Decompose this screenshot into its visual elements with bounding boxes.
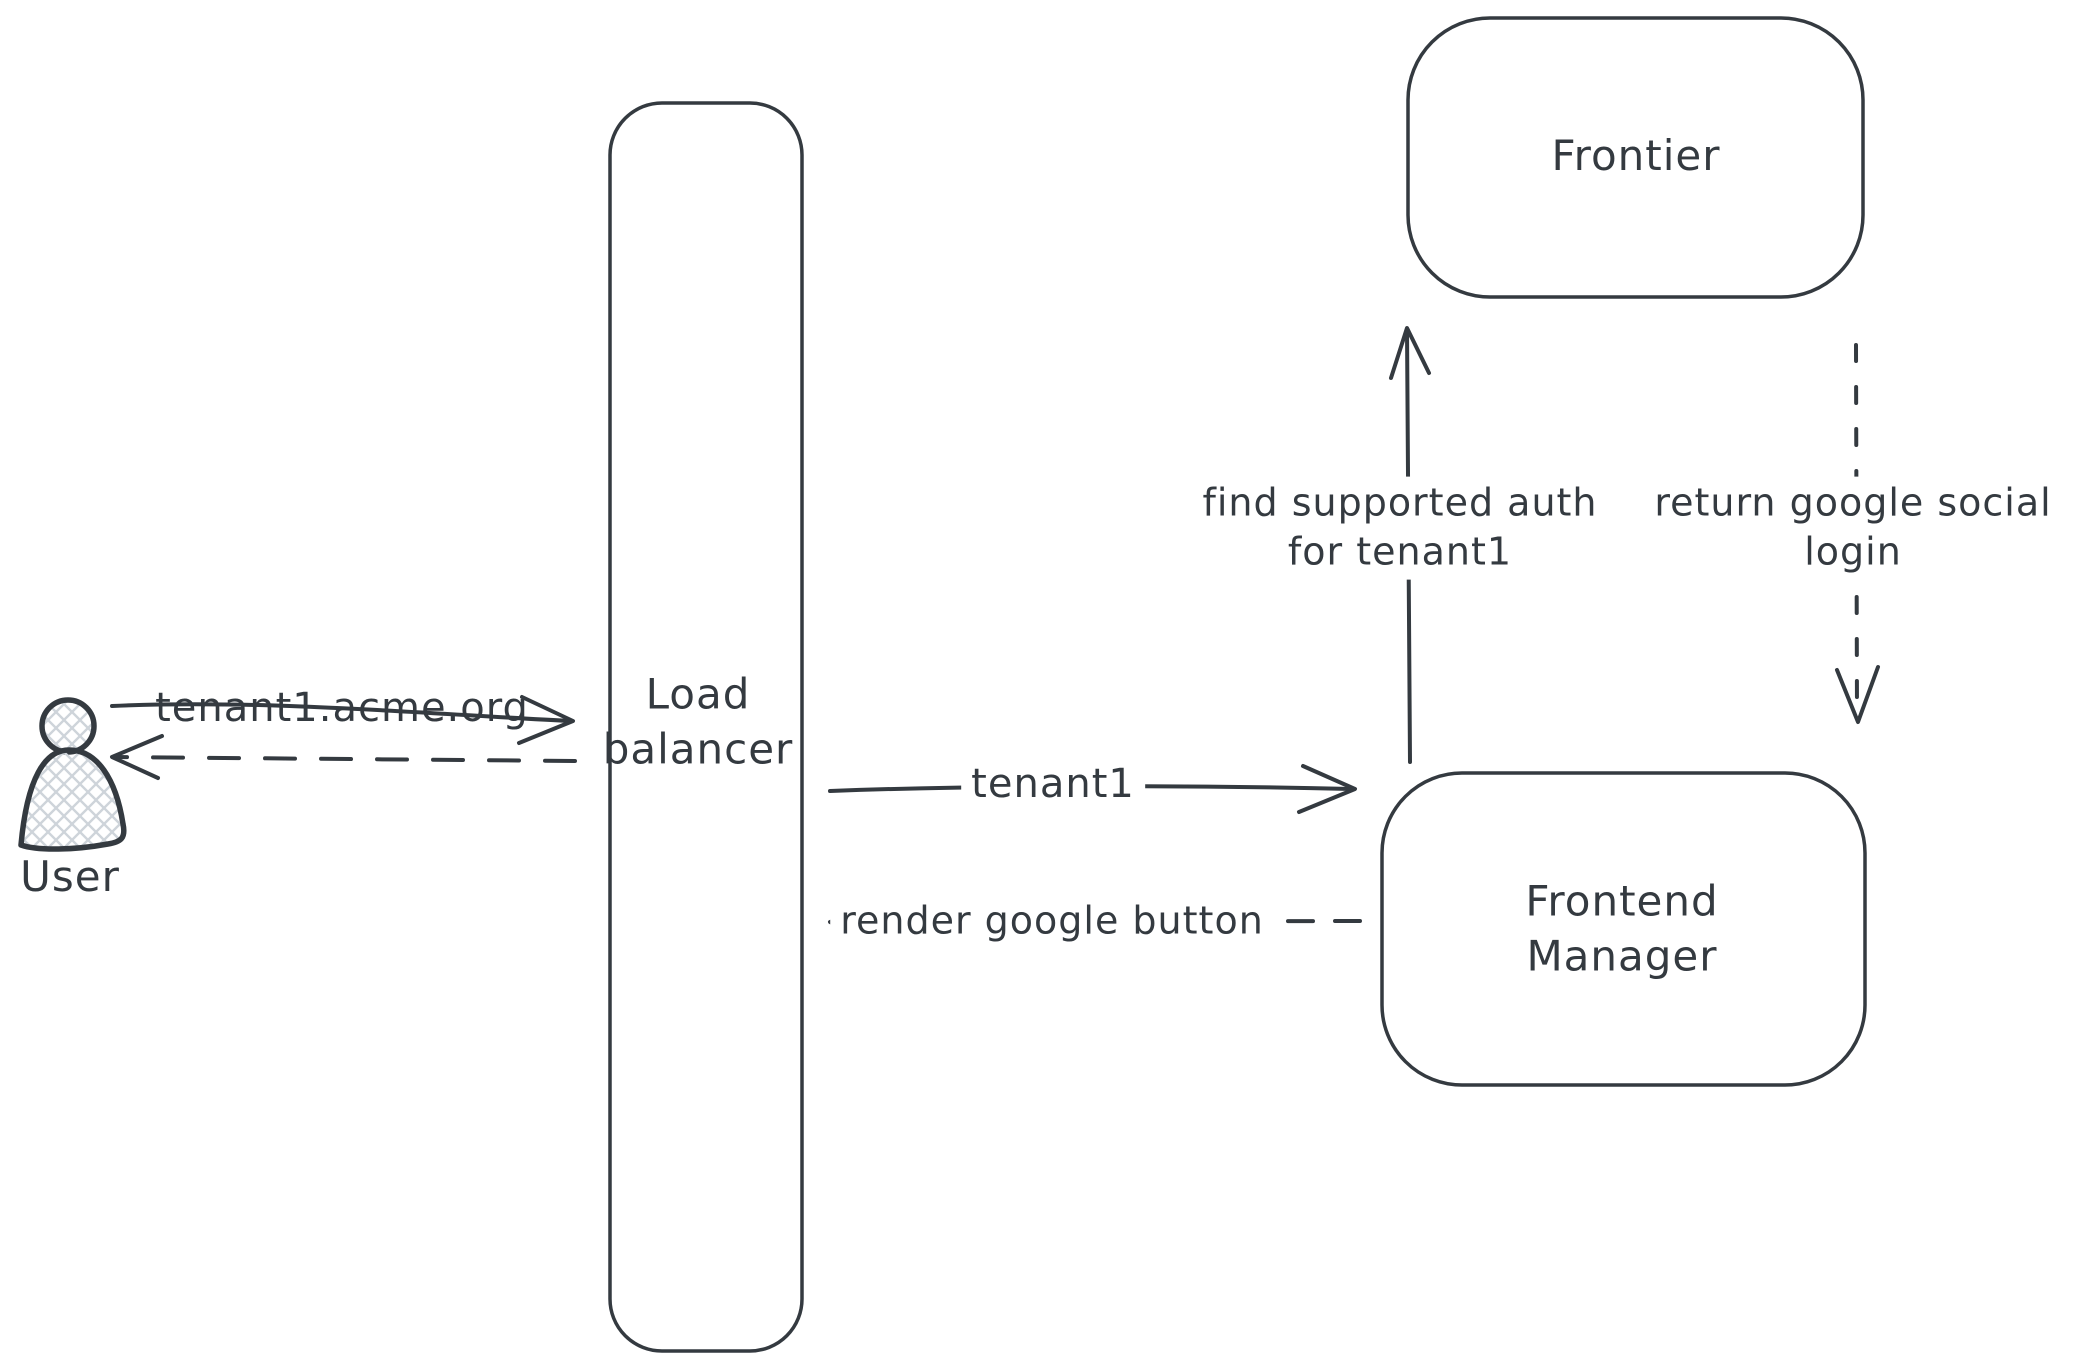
load-balancer-label-line2: balancer <box>602 724 794 773</box>
frontend-manager-label: Frontend Manager <box>1525 874 1718 983</box>
user-label: User <box>20 851 120 901</box>
edge-label-tenant1: tenant1 <box>961 757 1145 811</box>
frontend-manager-label-line1: Frontend <box>1525 876 1719 926</box>
frontier-label: Frontier <box>1551 130 1721 180</box>
arrow-response-to-user <box>110 734 577 780</box>
edge-label-tenant1-acme-org: tenant1.acme.org <box>155 685 529 731</box>
user-icon-body <box>18 747 127 852</box>
edge-label-return-google-social-login-line2: login <box>1804 530 1902 574</box>
user-icon-head <box>39 697 97 755</box>
arrow-tenant1-acme-org <box>110 695 575 745</box>
frontend-manager-box <box>1380 771 1867 1087</box>
load-balancer-box <box>608 101 804 1353</box>
edge-label-return-google-social-login: return google social login <box>1644 476 2062 580</box>
edge-label-find-supported-auth: find supported auth for tenant1 <box>1192 476 1608 580</box>
edge-label-find-supported-auth-line2: for tenant1 <box>1287 530 1513 574</box>
frontier-box <box>1406 16 1865 299</box>
edge-label-return-google-social-login-line1: return google social <box>1654 480 2052 525</box>
frontend-manager-label-line2: Manager <box>1526 931 1718 980</box>
user-icon <box>18 697 127 852</box>
load-balancer-label-line1: Load <box>645 669 751 719</box>
edge-label-find-supported-auth-line1: find supported auth <box>1202 480 1598 525</box>
edge-label-render-google-button: render google button <box>830 895 1274 947</box>
load-balancer-label: Load balancer <box>603 667 794 776</box>
